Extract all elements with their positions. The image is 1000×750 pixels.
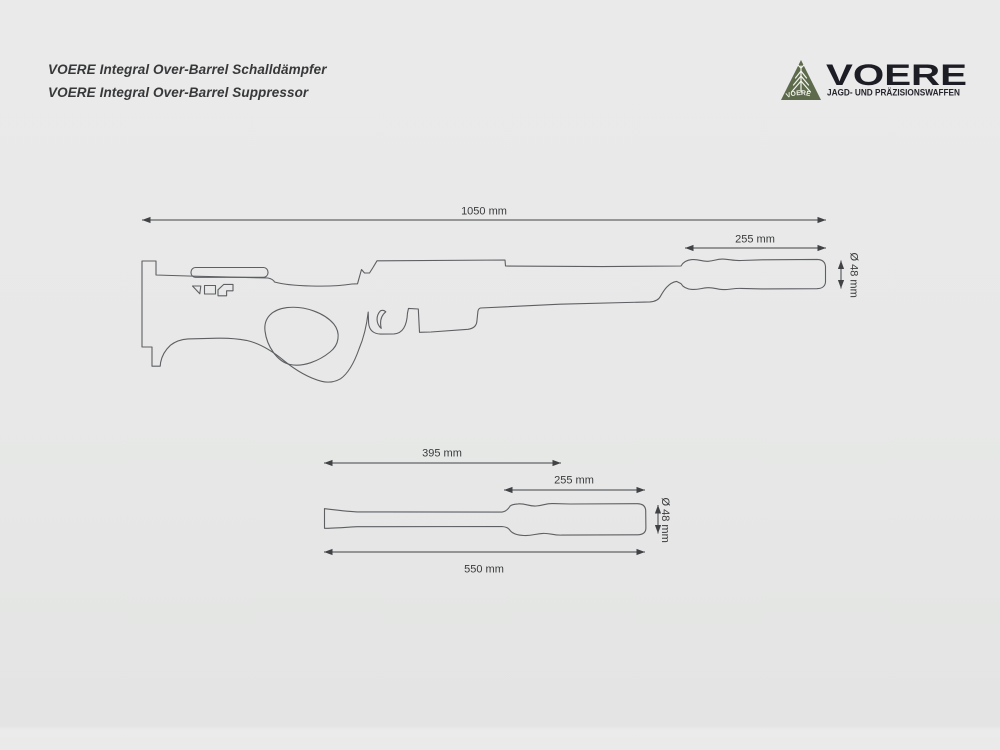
stock-detail-bracket bbox=[217, 283, 234, 297]
page-title: VOERE Integral Over-Barrel Schalldämpfer… bbox=[48, 58, 327, 104]
stock-detail-triangle bbox=[191, 285, 202, 295]
dim-suppressor-diameter-label: Ø 48 mm bbox=[848, 253, 860, 298]
title-german: VOERE Integral Over-Barrel Schalldämpfer bbox=[48, 62, 327, 77]
dim-suppressor-length-label: 255 mm bbox=[735, 234, 775, 246]
rifle-with-suppressor-drawing: 1050 mm 255 mm Ø 48 mm bbox=[141, 206, 860, 383]
title-english: VOERE Integral Over-Barrel Suppressor bbox=[48, 85, 309, 100]
fir-tree-icon bbox=[790, 64, 812, 93]
rifle-outline bbox=[141, 258, 827, 383]
suppressor-outline bbox=[323, 503, 647, 537]
dim-rear-length-label: 395 mm bbox=[422, 448, 462, 460]
logo-emblem: VOERE bbox=[781, 60, 821, 100]
stock-detail-square bbox=[203, 284, 217, 295]
suppressor-only-drawing: 395 mm 255 mm 550 mm Ø 48 mm bbox=[323, 448, 671, 576]
thumbhole bbox=[264, 306, 339, 366]
cheek-piece bbox=[190, 266, 269, 278]
trigger bbox=[376, 309, 387, 329]
dim-overall-length-label: 1050 mm bbox=[461, 206, 507, 218]
emblem-text: VOERE bbox=[785, 90, 812, 100]
brand-logo: VOERE VOERE JAGD- UND PRÄZISIONSWAFFEN bbox=[781, 59, 967, 100]
logo-tagline: JAGD- UND PRÄZISIONSWAFFEN bbox=[827, 88, 960, 98]
dim-body-length-label: 255 mm bbox=[554, 475, 594, 487]
dim-total-length-label: 550 mm bbox=[464, 564, 504, 576]
logo-wordmark: VOERE bbox=[826, 59, 967, 92]
dim-diameter-label: Ø 48 mm bbox=[659, 498, 671, 543]
